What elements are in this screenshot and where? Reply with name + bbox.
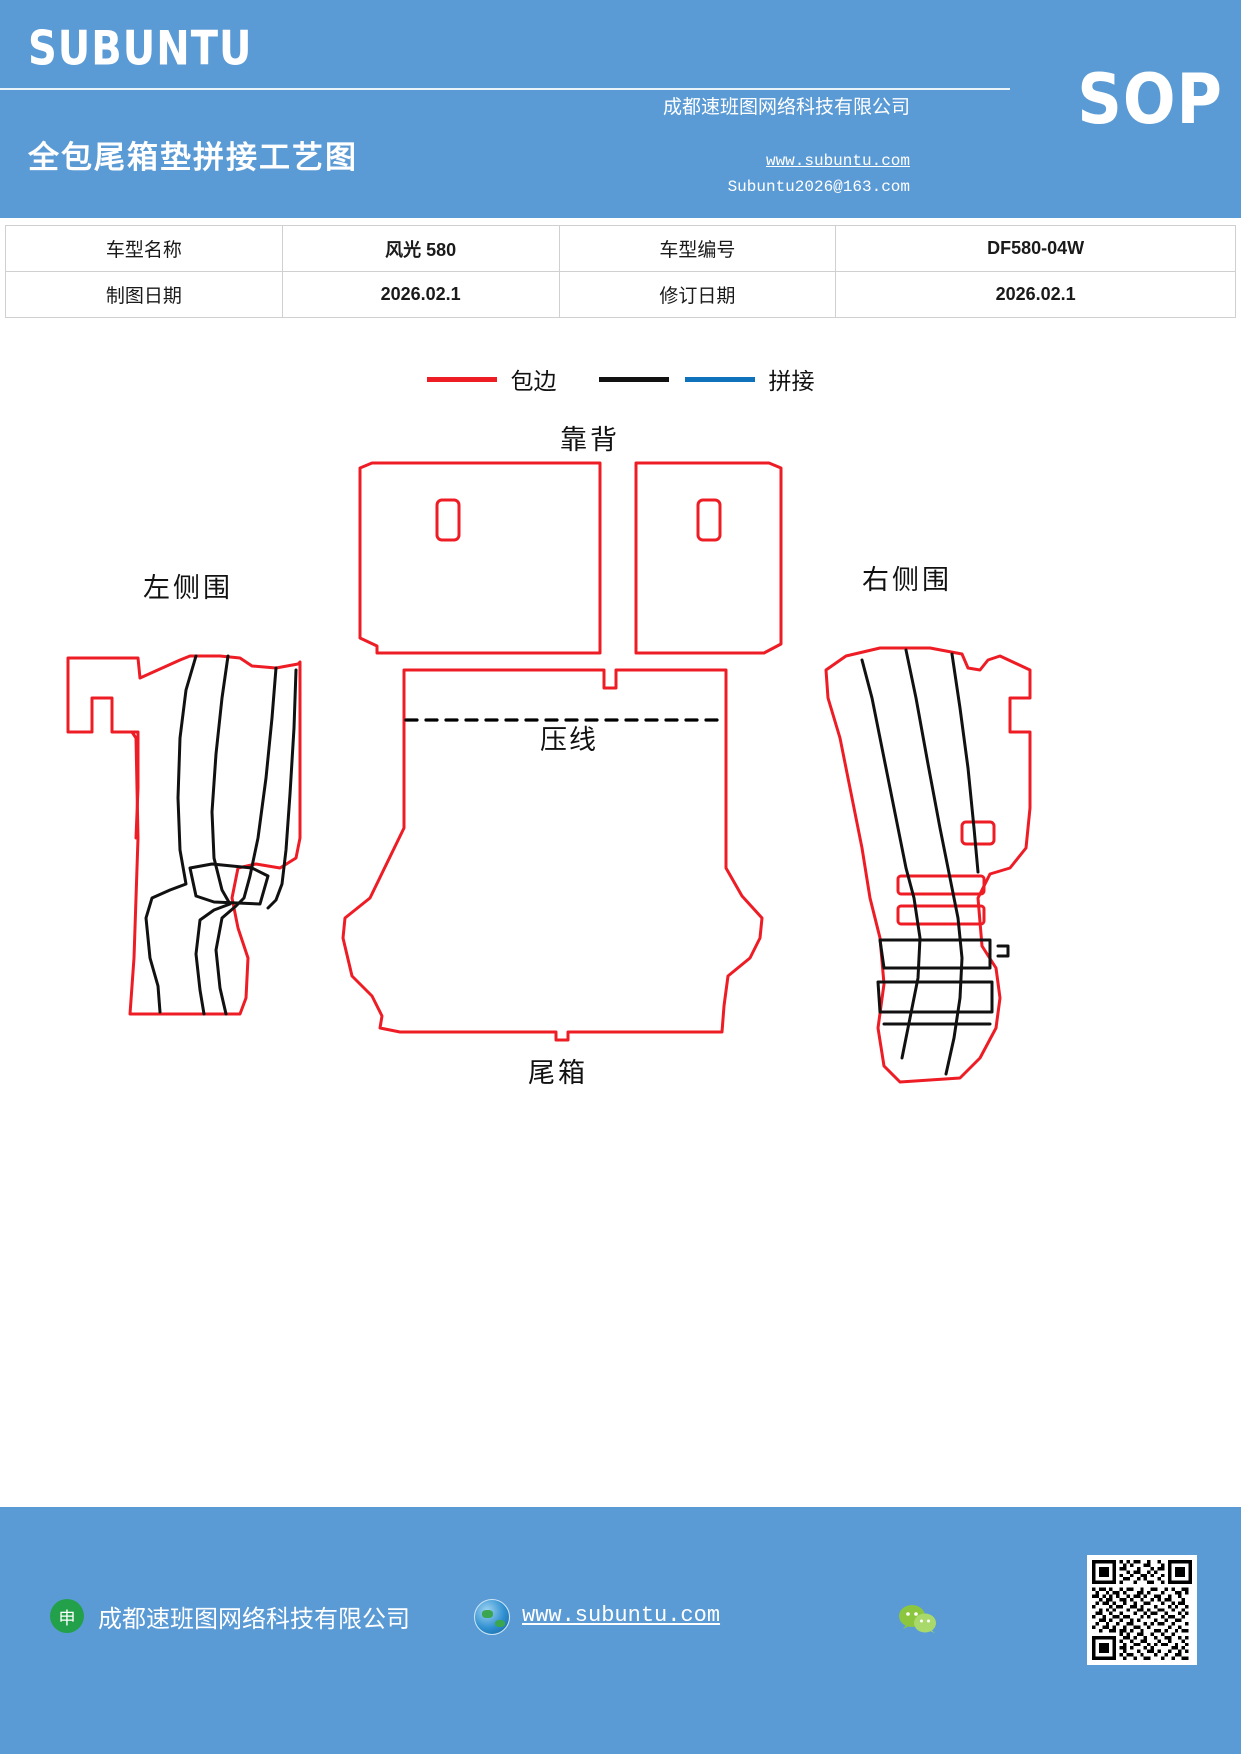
label-crease-line: 压线 xyxy=(540,725,598,755)
footer-company-name: 成都速班图网络科技有限公司 xyxy=(98,1607,410,1633)
page-title: 全包尾箱垫拼接工艺图 xyxy=(28,140,358,175)
cell-model-name-value: 风光 580 xyxy=(281,225,560,272)
cell-model-code-label: 车型编号 xyxy=(558,225,837,272)
company-badge-icon: 申 xyxy=(50,1599,84,1633)
part-right-side xyxy=(824,646,1032,1084)
footer-website-link[interactable]: www.subuntu.com xyxy=(522,1603,721,1628)
header-email[interactable]: Subuntu2026@163.com xyxy=(727,178,910,196)
parts-outline-svg xyxy=(66,461,1032,1084)
label-left-side: 左侧围 xyxy=(143,573,233,603)
legend-swatch-red-icon xyxy=(426,376,497,382)
part-right-side-splice xyxy=(860,648,1010,1076)
wechat-icon xyxy=(899,1605,936,1633)
technical-drawing: 靠背 左侧围 右侧围 压线 尾箱 xyxy=(0,398,1241,1118)
table-row: 车型名称 风光 580 车型编号 DF580-04W xyxy=(5,225,1236,272)
label-backrest: 靠背 xyxy=(560,425,620,455)
legend-label-binding: 包边 xyxy=(510,369,557,394)
qr-code[interactable] xyxy=(1087,1555,1197,1665)
brand-logo: SUBUNTU xyxy=(28,22,253,77)
header-company-name: 成都速班图网络科技有限公司 xyxy=(662,97,910,118)
part-backrest-left xyxy=(358,461,602,655)
cell-model-code-value: DF580-04W xyxy=(835,225,1236,272)
legend-label-splice: 拼接 xyxy=(768,369,815,394)
header-divider xyxy=(0,88,1010,90)
vehicle-info-table: 车型名称 风光 580 车型编号 DF580-04W 制图日期 2026.02.… xyxy=(5,225,1236,318)
globe-icon xyxy=(474,1599,510,1635)
label-right-side: 右侧围 xyxy=(862,565,952,595)
part-backrest-right xyxy=(634,461,783,655)
legend-item-splice-blue: 拼接 xyxy=(684,362,815,396)
page-header: SUBUNTU 成都速班图网络科技有限公司 www.subuntu.com Su… xyxy=(0,0,1241,218)
cell-draw-date-label: 制图日期 xyxy=(5,271,283,318)
table-row: 制图日期 2026.02.1 修订日期 2026.02.1 xyxy=(5,271,1236,318)
cell-revise-date-value: 2026.02.1 xyxy=(835,271,1236,318)
part-trunk-mat xyxy=(341,668,764,1042)
legend-swatch-blue-icon xyxy=(684,376,755,382)
part-left-side xyxy=(66,654,302,1016)
part-left-side-splice xyxy=(144,654,298,1016)
label-trunk: 尾箱 xyxy=(528,1058,588,1088)
cell-model-name-label: 车型名称 xyxy=(5,225,283,272)
header-website-link[interactable]: www.subuntu.com xyxy=(765,152,910,170)
legend-swatch-black-icon xyxy=(598,376,669,382)
legend: 包边 拼接 xyxy=(0,362,1241,396)
legend-item-splice-black xyxy=(598,376,669,382)
sop-badge: SOP xyxy=(1077,58,1223,140)
cell-draw-date-value: 2026.02.1 xyxy=(281,271,560,318)
legend-item-binding: 包边 xyxy=(426,362,557,396)
cell-revise-date-label: 修订日期 xyxy=(558,271,837,318)
page-footer: 申 成都速班图网络科技有限公司 www.subuntu.com xyxy=(0,1507,1241,1754)
